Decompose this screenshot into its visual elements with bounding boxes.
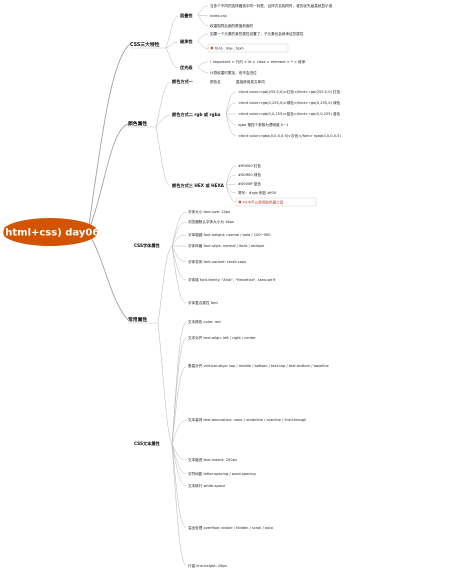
font-shorthand: 字体复合属性 font: [188, 300, 218, 305]
hex-red: #ff0000 红色: [238, 163, 261, 168]
font-family: 字体族 font-family: "Arial", "Helvetica", s…: [188, 277, 276, 282]
cascade-same-weight: 权重相同后面的覆盖前面的: [210, 23, 254, 28]
inherit-props: font-, line-, text-: [215, 47, 245, 51]
hex-blue: #0000ff 蓝色: [238, 181, 261, 186]
font-style: 字体风格 font-style: normal / italic / obliq…: [188, 243, 265, 248]
sub-priority: 优先级: [180, 64, 193, 71]
font-size: 字体大小 font-size: 20px: [188, 209, 231, 214]
hex-ps-tip: PS中可以使用取色器工具: [243, 200, 284, 205]
text-decoration: 文本装饰 text-decoration: none / underline /…: [188, 417, 306, 422]
text-align: 文本对齐 text-align: left / right / center: [188, 335, 256, 340]
branch-color[interactable]: 颜色属性 颜色方式一 颜色名 直接使用英文单词 颜色方式二 rgb 或 rgba…: [128, 78, 341, 207]
priority-weight: 计算权重时累加，但不会进位: [210, 70, 257, 75]
hex-green: #00ff00 绿色: [238, 172, 261, 177]
rgb-blue: <font color=rgb(0,0,255)>蓝色</font> rgb(0…: [238, 111, 341, 116]
font-size-default: 浏览器默认字体大小为 16px: [188, 219, 235, 224]
branch-title: CSS三大特性: [130, 41, 160, 48]
root-node[interactable]: (html+css) day06: [1, 218, 100, 246]
root-edges: [87, 43, 131, 321]
font-weight: 字体粗细 font-weight: normal / bold / 100~90…: [188, 232, 271, 237]
hex-short: 简写：#rgb 例如 #f00: [238, 190, 277, 195]
branch-css-three-features[interactable]: CSS三大特性 层叠性 当多个不同的选择器选中同一标签，且样式名相同时，谁的优先…: [130, 3, 333, 75]
spacing: 字符间距 letter-spacing / word-spacing: [188, 471, 256, 476]
white-space: 文本换行 white-space: [188, 483, 226, 488]
line-height: 行高 line-height: 28px: [188, 563, 228, 568]
sub-font-props: CSS字体属性: [134, 242, 161, 249]
rgb-green: <font color=rgb(0,255,0)>绿色</font> rgb(0…: [238, 100, 341, 105]
sub-color-way3: 颜色方式三 HEX 或 HEXA: [172, 182, 225, 189]
color-way1-desc: 直接使用英文单词: [236, 79, 265, 84]
rgba-gray: <font color=rgba(0,0,0,0.5)>灰色</font> rg…: [238, 133, 341, 138]
branch-common-props[interactable]: 常用属性 CSS字体属性 字体大小 font-size: 20px 浏览器默认字…: [128, 209, 329, 568]
text-indent: 文本缩进 text-indent: 200px: [188, 457, 238, 462]
rgb-red: <font color=rgb(255,0,0)>红色</font> rgb(2…: [238, 89, 341, 94]
sub-text-props: CSS文本属性: [134, 440, 161, 447]
priority-order: ! important > 行内 > id > class > element …: [210, 59, 306, 64]
cascade-file: index.css: [210, 14, 227, 18]
text-color: 文本颜色 color: red: [188, 319, 221, 324]
inherit-desc: 如果一个元素的某些属性设置了，子元素也会继承这些属性: [210, 31, 304, 36]
sub-color-way1: 颜色方式一: [172, 78, 194, 85]
font-variant: 字体变体 font-variant: small-caps: [188, 259, 246, 264]
branch-title: 颜色属性: [128, 120, 147, 127]
sub-cascade: 层叠性: [180, 12, 193, 19]
root-label: (html+css) day06: [1, 228, 100, 239]
vertical-align: 垂直对齐 vertical-align: top / middle / bott…: [188, 363, 329, 368]
cascade-desc: 当多个不同的选择器选中同一标签，且样式名相同时，谁的优先级高就显示谁: [210, 3, 333, 8]
sub-color-way2: 颜色方式二 rgb 或 rgba: [172, 111, 221, 118]
overflow: 溢出处理 overflow: visible / hidden / scroll…: [188, 525, 273, 530]
branch-title: 常用属性: [128, 316, 147, 323]
rgba-note: rgba 第四个参数为透明度 0~1: [238, 122, 288, 127]
color-way1-name: 颜色名: [210, 79, 221, 84]
sub-inherit: 继承性: [180, 38, 193, 45]
